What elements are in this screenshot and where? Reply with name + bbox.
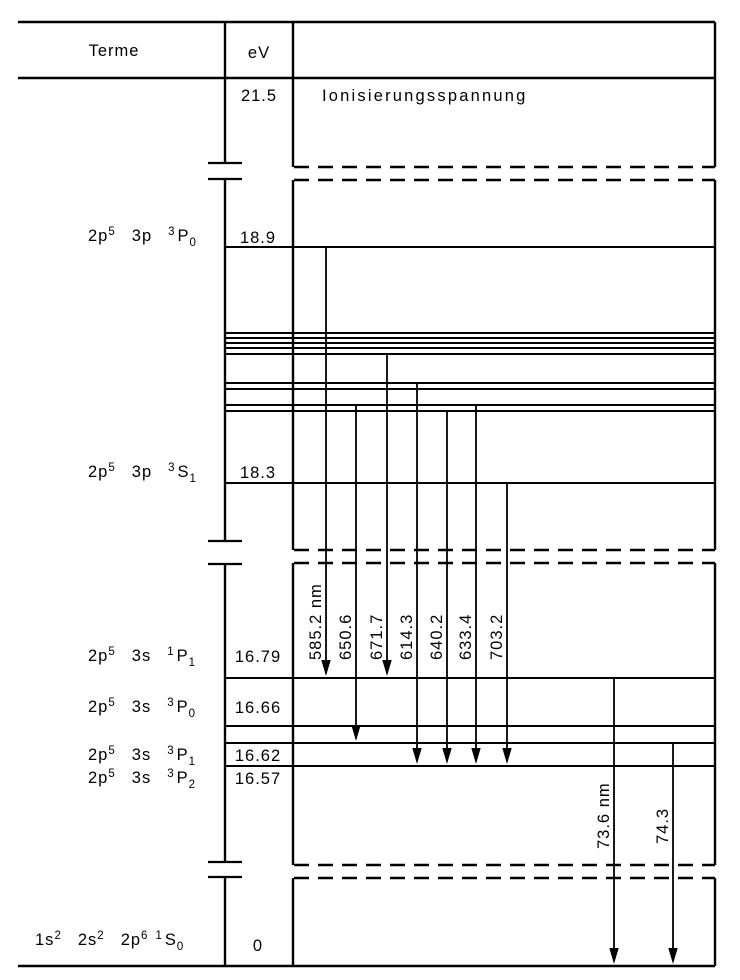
ev-value-16-66: 16.66: [235, 699, 281, 717]
ionization-voltage-label: Ionisierungsspannung: [322, 87, 528, 105]
wavelength-label-671-7: 671.7: [368, 614, 386, 660]
wavelength-label-633-4: 633.4: [457, 614, 475, 660]
arrowhead-703-2: [502, 748, 512, 764]
arrowhead-74-3: [668, 948, 678, 964]
ev-value-16-79: 16.79: [235, 648, 281, 666]
wavelength-label-74-3: 74.3: [654, 808, 672, 844]
ev-value-0: 0: [253, 937, 263, 955]
arrowhead-671-7: [382, 660, 392, 676]
ev-value-18-3: 18.3: [240, 464, 276, 482]
wavelength-label-585-2-nm: 585.2 nm: [307, 583, 325, 660]
wavelength-label-650-6: 650.6: [337, 614, 355, 660]
arrowhead-585-2-nm: [321, 660, 331, 676]
ev-value-16-62: 16.62: [235, 747, 281, 765]
wavelength-label-703-2: 703.2: [488, 614, 506, 660]
ev-column-header: eV: [247, 44, 271, 62]
arrowhead-614-3: [412, 748, 422, 764]
arrowhead-633-4: [471, 748, 481, 764]
terme-column-header: Terme: [88, 42, 140, 60]
arrowhead-640-2: [442, 748, 452, 764]
ev-value-18-9: 18.9: [240, 229, 276, 247]
ev-value-16-57: 16.57: [235, 770, 281, 788]
wavelength-label-73-6-nm: 73.6 nm: [595, 782, 613, 849]
ionization-voltage-value: 21.5: [240, 87, 278, 105]
arrowhead-650-6: [351, 725, 361, 741]
arrowhead-73-6-nm: [609, 948, 619, 964]
wavelength-label-614-3: 614.3: [398, 614, 416, 660]
wavelength-label-640-2: 640.2: [428, 614, 446, 660]
